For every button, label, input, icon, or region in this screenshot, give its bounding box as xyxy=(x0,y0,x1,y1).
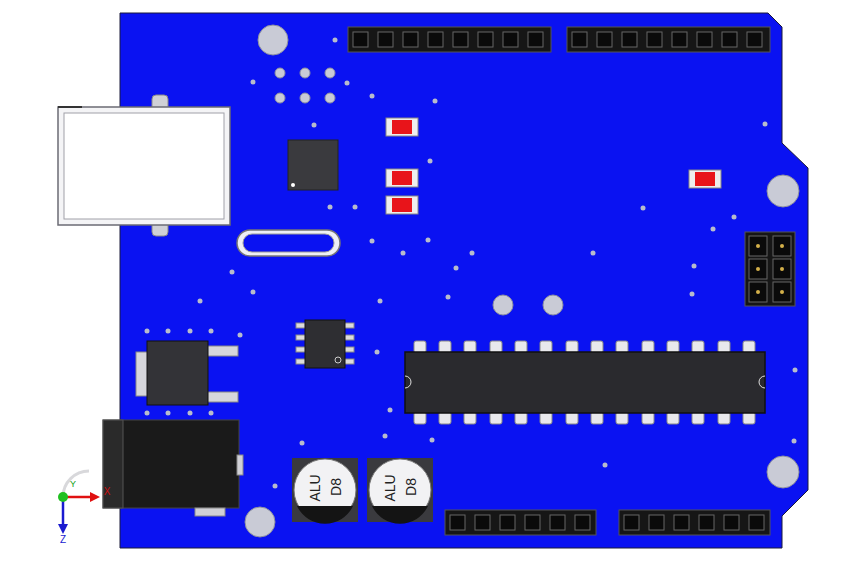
usb-chip xyxy=(288,140,338,190)
capacitor-marking: ALU xyxy=(308,474,322,501)
axis-label: Y xyxy=(70,480,76,489)
pin-headers xyxy=(348,27,770,535)
axis-label: X xyxy=(104,487,111,497)
led xyxy=(386,118,721,214)
usb-connector xyxy=(58,95,230,236)
soic8-chip xyxy=(296,320,354,368)
axis-triad xyxy=(58,471,100,534)
crystal-inner xyxy=(243,234,334,252)
icsp-header xyxy=(745,232,795,306)
capacitor xyxy=(292,458,433,524)
capacitor-marking: ALU xyxy=(383,474,397,501)
voltage-regulator xyxy=(136,341,238,405)
power-jack xyxy=(103,420,243,516)
pin1-dot xyxy=(291,183,295,187)
axis-label: Z xyxy=(60,535,66,545)
capacitor-marking: D8 xyxy=(404,478,418,496)
holes xyxy=(245,25,799,537)
vias xyxy=(145,38,798,489)
crystal xyxy=(237,230,340,256)
dip28-chip xyxy=(405,341,765,424)
capacitor-marking: D8 xyxy=(329,478,343,496)
